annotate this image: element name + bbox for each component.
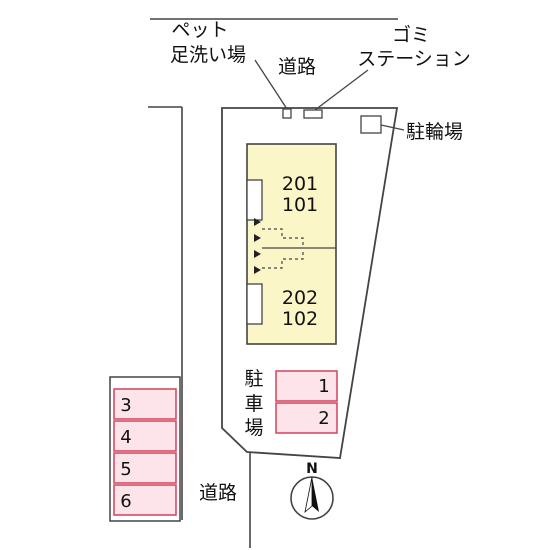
- parking-space-5-label: 5: [120, 459, 131, 480]
- garbage-station-leader: [314, 69, 369, 111]
- entrance-arrow-1: [254, 218, 261, 226]
- entrance-arrow-3: [254, 250, 261, 258]
- parking-space-1: [275, 370, 338, 402]
- building: [246, 143, 337, 345]
- unit-102-label: 102: [282, 308, 318, 330]
- parking-space-6-label: 6: [120, 491, 131, 512]
- parking-space-5: [113, 452, 177, 484]
- road-top-label: 道路: [278, 56, 316, 78]
- parking-space-2-label: 2: [318, 408, 329, 429]
- road-bottom-label: 道路: [199, 482, 237, 504]
- parking-space-1-label: 1: [318, 376, 329, 397]
- unit-201-label: 201: [282, 173, 318, 195]
- parking-space-3: [113, 388, 177, 420]
- parking-space-2: [275, 402, 338, 434]
- garbage-label-line1: ゴミ: [392, 24, 430, 46]
- pet-wash-leader: [254, 59, 288, 110]
- bicycle-parking-box: [360, 115, 382, 134]
- bicycle-parking-leader: [380, 124, 405, 131]
- parking-space-4: [113, 420, 177, 452]
- parking-space-3-label: 3: [120, 395, 131, 416]
- bicycle-parking-label: 駐輪場: [406, 121, 463, 143]
- parking-label-line2: 車: [244, 393, 263, 415]
- pet-wash-label-line2: 足洗い場: [170, 44, 246, 66]
- pet-wash-label-line1: ペット: [171, 19, 228, 41]
- parking-space-4-label: 4: [120, 427, 131, 448]
- parking-label-line1: 駐: [244, 368, 263, 390]
- balcony-upper: [246, 179, 263, 221]
- north-arrow-icon: [290, 476, 334, 520]
- parking-label-line3: 場: [244, 417, 263, 439]
- unit-101-label: 101: [282, 194, 318, 216]
- pet-wash-box: [282, 108, 292, 119]
- garbage-label-line2: ステーション: [357, 48, 471, 70]
- parking-space-6: [113, 484, 177, 516]
- entrance-arrow-2: [254, 234, 261, 242]
- unit-202-label: 202: [282, 287, 318, 309]
- balcony-lower: [246, 283, 263, 325]
- stair-lower-dashed: [262, 251, 304, 269]
- north-label: N: [306, 461, 318, 477]
- entrance-arrow-4: [254, 266, 261, 274]
- stair-upper-dashed: [262, 228, 304, 246]
- garbage-station-box: [303, 109, 323, 119]
